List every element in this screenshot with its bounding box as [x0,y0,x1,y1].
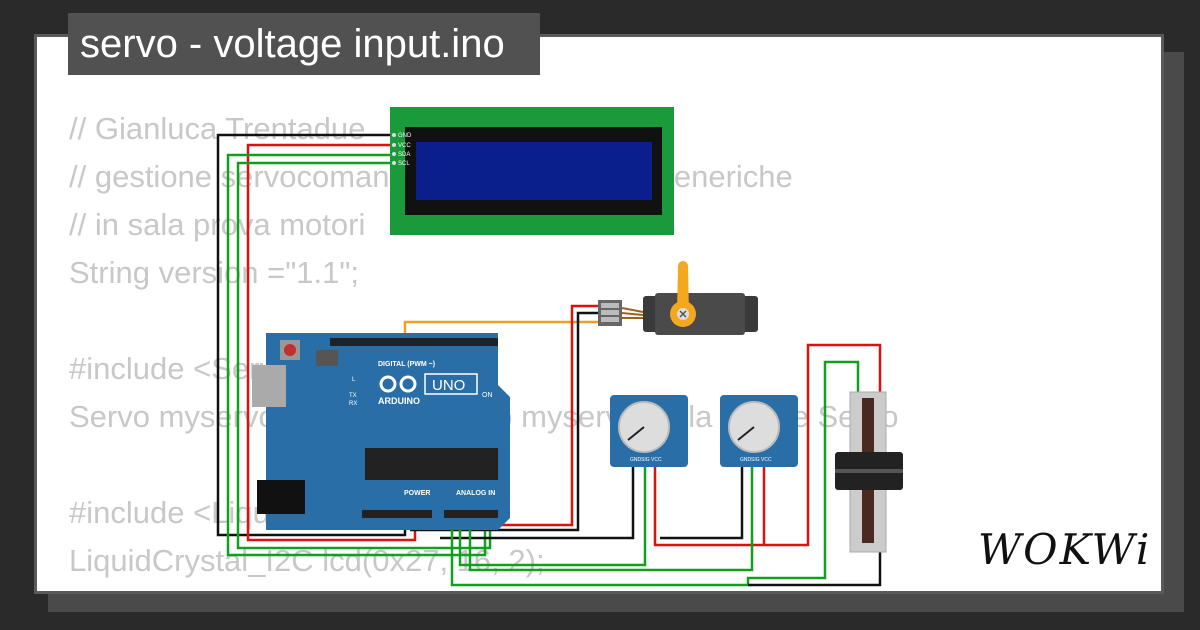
l-label: L [352,377,356,383]
rx-label: RX [349,401,357,407]
wire-pot1-gnd [440,462,635,540]
digital-header [330,338,498,346]
wire-lcd-scl [236,161,492,550]
code-line: // Gianluca Trentadue [69,111,366,146]
wire-slider-sig [450,360,860,587]
wire-slider-gnd [748,548,882,587]
lcd-pin-label: SCL [398,161,410,167]
pot-pin-label: GND [740,457,752,463]
lcd-pin-label: SDA [398,152,410,158]
pot-pin-label: SIG [751,457,760,463]
board-name: UNO [432,377,465,394]
digital-label: DIGITAL (PWM ~) [378,361,435,368]
tx-label: TX [349,393,357,399]
arduino-logo-icon [379,375,417,393]
atmega-chip [365,448,498,480]
wire-pot2-sig [468,462,754,572]
lcd-display[interactable]: GND VCC SDA SCL [390,107,674,235]
board-maker: ARDUINO [378,396,420,406]
lcd-pin-label: VCC [398,143,411,149]
reset-button[interactable] [284,344,296,356]
pot-pin-label: VCC [651,457,662,463]
lcd-screen [416,142,652,200]
code-line: String version ="1.1"; [69,255,359,290]
servo-horn [677,261,689,314]
lcd-pin-label: GND [398,133,412,139]
wire-pot1-sig [458,462,647,567]
potentiometer-1[interactable]: GND SIG VCC [610,395,688,467]
usb-port [252,365,286,407]
pot-pin-label: SIG [641,457,650,463]
arduino-board[interactable]: DIGITAL (PWM ~) UNO ARDUINO POWER ANALOG… [252,333,510,530]
potentiometer-2[interactable]: GND SIG VCC [720,395,798,467]
wokwi-logo: WOKWi [978,525,1152,574]
wire-pot2-gnd [660,462,744,540]
power-label: POWER [404,490,430,497]
pot-pin-label: GND [630,457,642,463]
board-pcb [266,333,510,530]
power-header [362,510,432,518]
analog-label: ANALOG IN [456,490,495,497]
pot-pin-label: VCC [761,457,772,463]
wire-lcd-sda [226,153,487,557]
slide-potentiometer[interactable] [835,391,903,553]
project-title[interactable]: servo - voltage input.ino [68,13,540,75]
wire-pot1-vcc [653,343,882,547]
on-label: ON [482,392,493,399]
code-line: // in sala prova motori [69,207,366,242]
servo-motor[interactable] [598,261,758,335]
power-jack [257,480,305,514]
analog-header [444,510,498,518]
